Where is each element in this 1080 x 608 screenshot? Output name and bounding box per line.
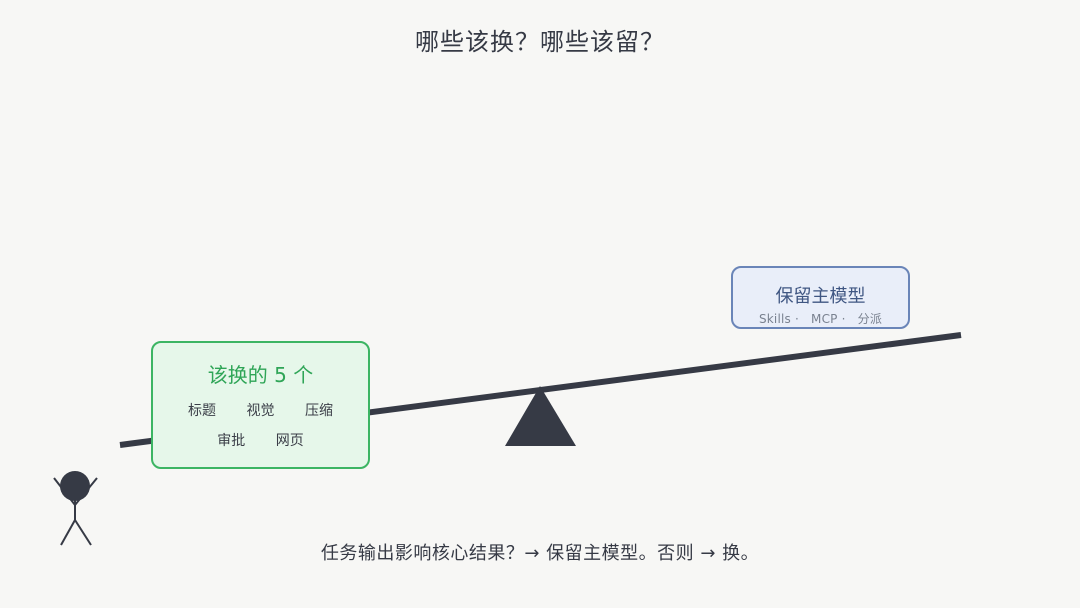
keep-card-subtitle: Skills · MCP · 分派 [733, 310, 908, 327]
sub-dispatch: 分派 [857, 312, 883, 326]
stick-figure-icon [53, 471, 98, 546]
keep-main-model-card: 保留主模型 Skills · MCP · 分派 [731, 266, 910, 329]
replace-models-card: 该换的 5 个 标题 视觉 压缩 审批 网页 [151, 341, 370, 469]
sub-mcp: MCP · [811, 312, 846, 326]
decision-rule-caption: 任务输出影响核心结果？→ 保留主模型。否则 → 换。 [320, 543, 760, 564]
tag-title: 标题 [188, 403, 217, 419]
replace-tags-row-2: 审批 网页 [153, 430, 368, 450]
sub-skills: Skills · [758, 312, 799, 326]
tag-vision: 视觉 [246, 403, 275, 419]
tag-web: 网页 [275, 433, 304, 449]
tag-approval: 审批 [217, 433, 246, 449]
fulcrum-icon [505, 386, 576, 446]
page-title: 哪些该换？哪些该留？ [415, 28, 665, 56]
tag-compress: 压缩 [304, 403, 333, 419]
replace-tags-row-1: 标题 视觉 压缩 [153, 400, 368, 420]
replace-card-title: 该换的 5 个 [207, 363, 314, 387]
keep-card-title: 保留主模型 [775, 286, 866, 307]
